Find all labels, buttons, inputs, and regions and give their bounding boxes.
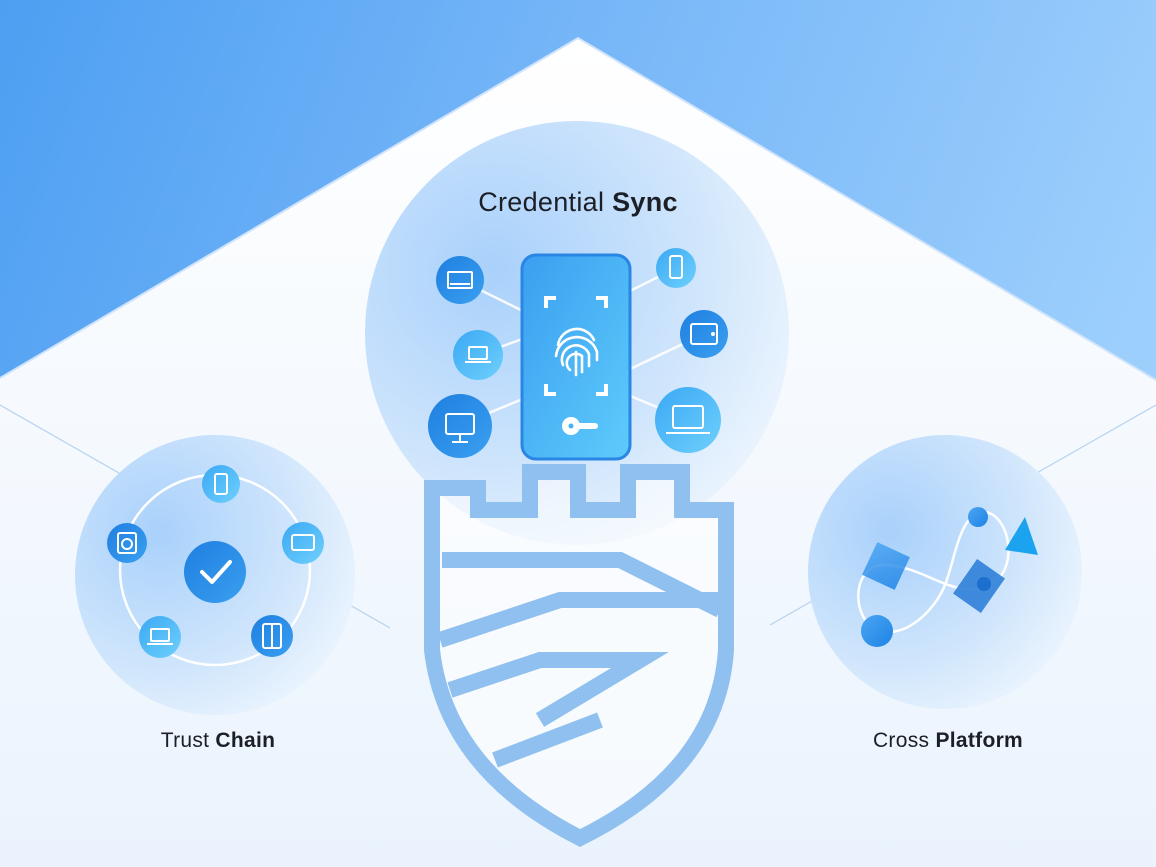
cross-platform-bubble (808, 435, 1082, 709)
sync-device-nodes (428, 248, 728, 458)
check-node (184, 541, 246, 603)
face-scan-frame-icon (544, 296, 608, 396)
notebook-node (655, 387, 721, 453)
tablet-node (680, 310, 728, 358)
trust-chain-title: Trust Chain (160, 729, 276, 752)
small-sphere (968, 507, 988, 527)
square-shape (862, 542, 910, 590)
laptop-node (453, 330, 503, 380)
house-edge (0, 36, 1156, 381)
key-icon (562, 417, 598, 435)
cross-platform-title: Cross Platform (872, 729, 1024, 752)
triangle-shape (1005, 517, 1038, 555)
credential-sync-title: Credential Sync (478, 187, 678, 217)
large-sphere (861, 615, 893, 647)
card-check-badge (977, 577, 991, 591)
fingerprint-icon (554, 327, 599, 377)
trust-nodes (107, 465, 324, 658)
phone-node (656, 248, 696, 288)
checkmark-icon (200, 560, 232, 584)
desktop-node (428, 394, 492, 458)
shield-logo (424, 464, 734, 847)
monitor-node (436, 256, 484, 304)
